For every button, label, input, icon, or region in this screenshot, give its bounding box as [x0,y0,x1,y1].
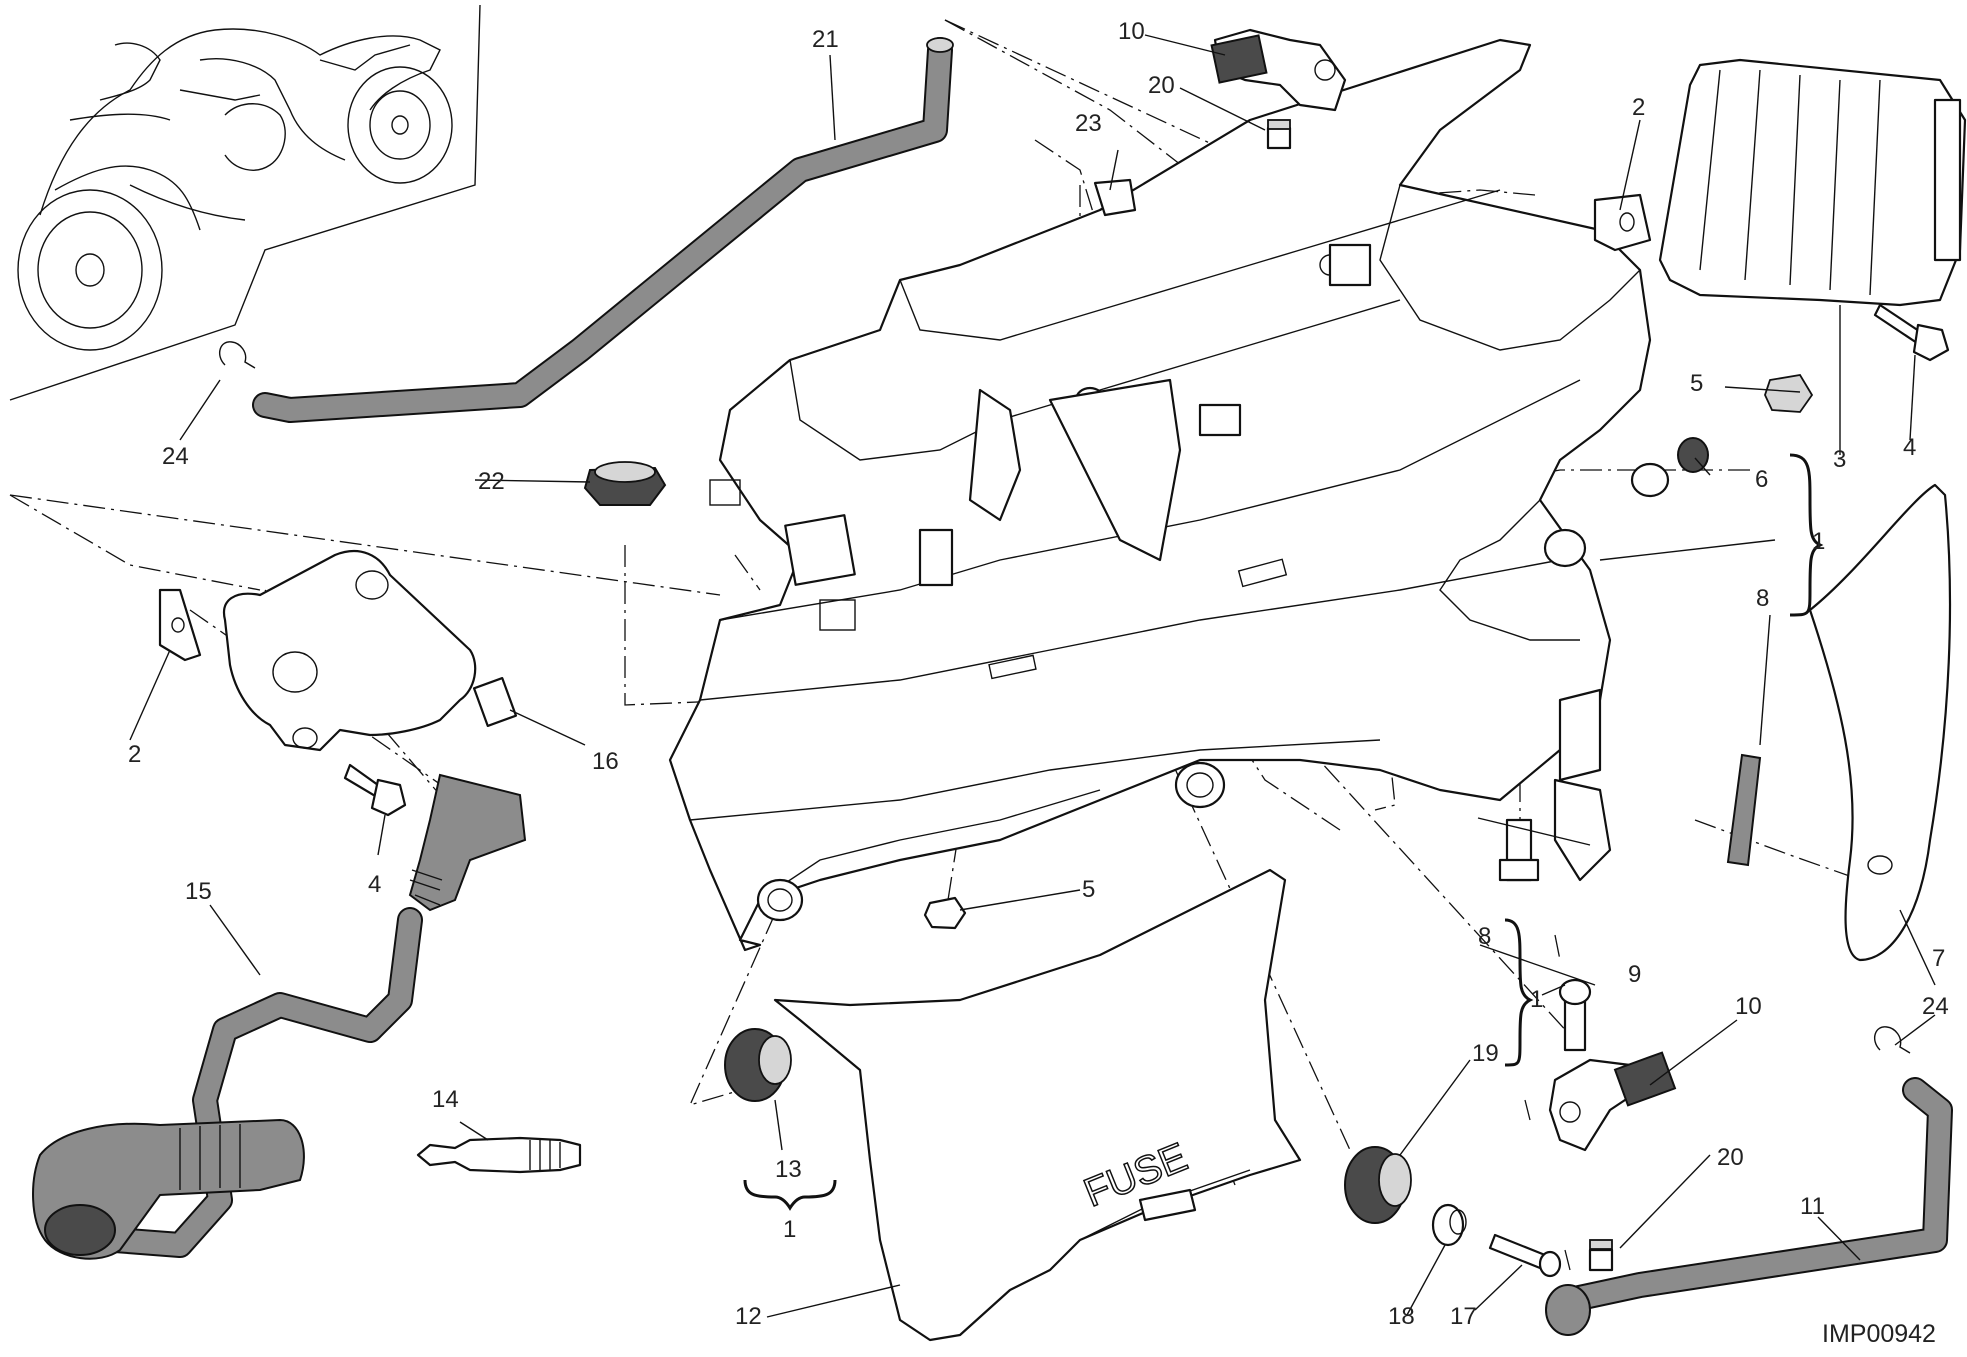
group-braces [743,453,1824,1211]
callout-14: 14 [432,1086,459,1113]
callout-8: 8 [1756,585,1770,612]
callout-13: 13 [775,1156,802,1183]
hose-clip-part-top [218,341,256,369]
gasket-strip-part [1726,753,1762,867]
callout-5: 5 [1690,370,1704,397]
callout-20: 20 [1717,1144,1744,1171]
nut-part-center [923,896,967,930]
callout-24: 24 [162,443,189,470]
sensor-part-top [1210,28,1347,112]
fuse-cover-part: FUSE [773,868,1302,1342]
clamp-part-top [1266,119,1292,150]
callout-4: 4 [368,871,382,898]
hose-part-11 [1545,1077,1953,1336]
clamp-part-bottom [1588,1239,1614,1272]
callout-3: 3 [1833,446,1847,473]
callout-12: 12 [735,1303,762,1330]
spark-plug-lead-part [32,773,527,1260]
clip-part-23 [1093,178,1137,217]
callout-8: 8 [1478,923,1492,950]
grommet-part-13 [724,1028,792,1102]
hose-part-21 [252,37,954,423]
grommet-part-22 [583,461,667,506]
subframe-part [668,38,1670,952]
bolt-part-9b [1558,978,1592,1052]
bolt-part-right [1873,303,1950,362]
callout-24: 24 [1922,993,1949,1020]
callout-17: 17 [1450,1303,1477,1330]
bolt-part-left [343,763,407,817]
hose-clip-part-bottom [1873,1026,1911,1054]
bolt-part-17 [1488,1233,1562,1278]
callout-9: 9 [1628,961,1642,988]
clip-part-left [158,588,202,662]
callout-16: 16 [592,748,619,775]
callout-1: 1 [783,1216,797,1243]
callout-4: 4 [1903,434,1917,461]
callout-18: 18 [1388,1303,1415,1330]
callout-2: 2 [1632,94,1646,121]
callout-21: 21 [812,26,839,53]
callout-2: 2 [128,741,142,768]
callout-15: 15 [185,878,212,905]
sensor-part-bottom [1548,1051,1677,1152]
nut-part-right [1764,374,1814,413]
motorcycle-inset [9,4,481,401]
callout-6: 6 [1755,466,1769,493]
callout-20: 20 [1148,72,1175,99]
ignition-coil-part [222,550,518,752]
callout-7: 7 [1932,945,1946,972]
washer-part-18 [1431,1203,1467,1247]
ecu-part [1658,58,1967,307]
spark-plug-part [416,1136,582,1174]
callout-1: 1 [1530,986,1544,1013]
bolt-part-9a [1498,818,1540,882]
callout-1: 1 [1812,528,1826,555]
diagram-code: IMP00942 [1822,1320,1936,1348]
callout-22: 22 [478,468,505,495]
callout-11: 11 [1800,1193,1825,1220]
callout-10: 10 [1118,18,1145,45]
callout-5: 5 [1082,876,1096,903]
callout-19: 19 [1472,1040,1499,1067]
clip-part-top [1593,193,1652,252]
leader-lines [129,34,1936,1318]
callout-23: 23 [1075,110,1102,137]
grommet-part-19 [1344,1146,1412,1224]
side-panel-part [1808,483,1952,962]
callout-10: 10 [1735,993,1762,1020]
